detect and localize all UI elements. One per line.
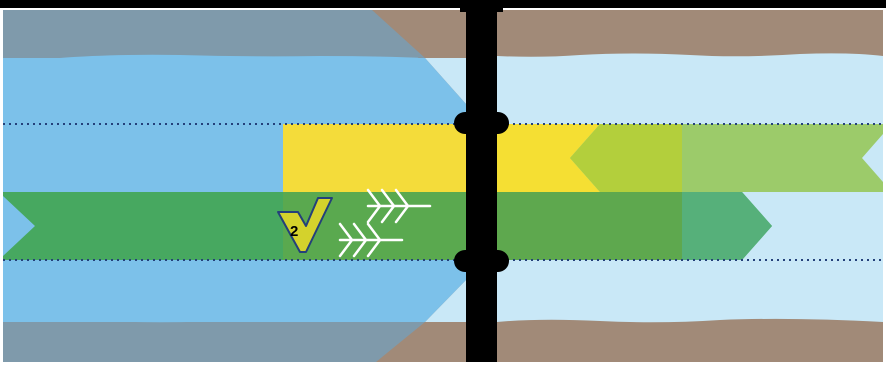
bank-overlay-top: [3, 10, 425, 59]
top-border: [0, 0, 886, 8]
bank-overlay-bottom: [3, 319, 425, 362]
lane-green-arrow-overlap: [497, 192, 682, 260]
marker-label: 2: [290, 223, 298, 240]
bottom-margin: [0, 362, 886, 370]
post: [466, 10, 497, 362]
bank-bottom-right: [497, 319, 883, 362]
post-knob-bottom: [454, 250, 509, 272]
post-top-cap: [460, 8, 503, 12]
lane-yellow: [283, 124, 466, 192]
post-knob-top: [454, 112, 509, 134]
bank-top-right: [497, 10, 883, 57]
